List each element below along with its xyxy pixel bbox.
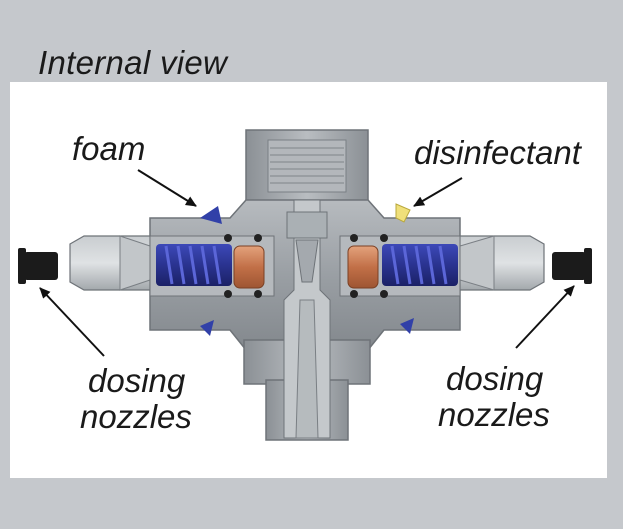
label-foam: foam	[72, 130, 146, 167]
label-dosing-left-2: nozzles	[80, 398, 192, 435]
label-dosing-right-2: nozzles	[438, 396, 550, 433]
label-dosing-left-1: dosing	[88, 362, 186, 399]
leader-arrows	[39, 169, 575, 357]
diagram-title: Internal view	[38, 44, 228, 81]
right-inlet-tube	[459, 235, 545, 291]
left-dosing-nozzle	[18, 248, 58, 284]
right-dosing-nozzle	[552, 248, 592, 284]
right-check-valve	[339, 203, 461, 334]
label-dosing-right-1: dosing	[446, 360, 544, 397]
left-check-valve	[149, 206, 275, 336]
label-disinfectant: disinfectant	[414, 134, 581, 171]
left-inlet-tube	[69, 235, 151, 291]
